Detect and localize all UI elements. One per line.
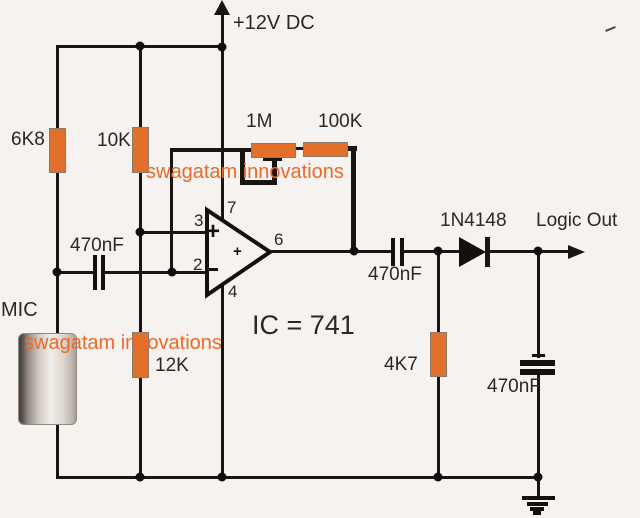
diode-cathode-bar	[485, 237, 490, 267]
label-10k: 10K	[97, 130, 131, 151]
supply-arrow-icon	[214, 0, 230, 15]
wire-divider-column	[139, 46, 142, 479]
resistor-100k	[303, 142, 348, 157]
opamp-center-mark: +	[233, 243, 242, 260]
junction-dot	[433, 246, 443, 256]
wire-preset-loop-left	[240, 150, 245, 185]
wire-feedback-vertical	[170, 150, 173, 273]
label-diode: 1N4148	[440, 210, 507, 231]
label-input-cap: 470nF	[70, 235, 124, 256]
wire-pin2-left	[57, 271, 94, 274]
label-1m: 1M	[246, 111, 273, 132]
mic-label: MIC	[1, 299, 38, 321]
wire-output-c	[490, 250, 570, 253]
watermark-text: swagatam innovations	[146, 161, 344, 183]
wire-left-rail	[56, 45, 59, 479]
junction-dot	[533, 246, 543, 256]
wire-feedback-down	[351, 146, 356, 254]
opamp-noninverting-mark: +	[206, 218, 221, 245]
resistor-4k7	[430, 332, 447, 377]
label-6k8: 6K8	[11, 129, 45, 150]
wire-filter-top	[537, 252, 540, 358]
wire-output-a	[268, 250, 392, 253]
junction-dot	[349, 246, 359, 256]
opamp-inverting-mark	[207, 268, 218, 271]
pin-7-label: 7	[227, 198, 237, 217]
mic-symbol	[18, 333, 77, 425]
wire-pin7-stem	[221, 47, 224, 221]
junction-dot	[433, 472, 443, 482]
watermark-text: swagatam innovations	[24, 332, 222, 354]
junction-dot	[167, 267, 177, 277]
wire-pin2-right	[105, 271, 209, 274]
capacitor-output-plate	[391, 238, 395, 266]
logic-out-arrow-icon	[568, 245, 585, 259]
supply-label: +12V DC	[233, 12, 315, 34]
pin-2-label: 2	[193, 255, 203, 274]
resistor-6k8	[49, 128, 66, 173]
capacitor-filter-plate	[520, 369, 555, 375]
wire-pin3	[140, 231, 209, 234]
logic-out-label: Logic Out	[536, 210, 618, 231]
wire-feedback-series	[251, 147, 353, 150]
wire-preset-loop-bottom	[240, 180, 277, 185]
ground-icon	[527, 502, 548, 506]
junction-dot	[52, 267, 62, 277]
ic-label: IC = 741	[252, 310, 355, 340]
wire-bottom-rail	[57, 476, 540, 479]
label-100k: 100K	[318, 111, 363, 132]
wire-output-b	[404, 250, 460, 253]
label-output-cap: 470nF	[368, 264, 422, 285]
ground-icon	[530, 507, 544, 511]
pin-6-label: 6	[274, 230, 284, 249]
capacitor-output-plate	[400, 238, 404, 266]
scan-artifact	[605, 26, 616, 32]
junction-dot	[533, 472, 543, 482]
wire-preset-loop-right	[272, 158, 277, 185]
junction-dot	[135, 227, 145, 237]
ground-icon	[522, 496, 555, 500]
label-12k: 12K	[155, 355, 189, 376]
ground-icon	[533, 511, 541, 515]
junction-dot	[217, 472, 227, 482]
pin-4-label: 4	[228, 282, 238, 301]
junction-dot	[135, 41, 145, 51]
resistor-1m	[251, 143, 296, 158]
capacitor-input-plate	[93, 255, 97, 290]
junction-dot	[135, 472, 145, 482]
opamp-triangle	[205, 206, 274, 299]
resistor-10k	[132, 127, 149, 173]
label-filter-cap: 470nF	[487, 376, 541, 397]
label-4k7: 4K7	[384, 354, 418, 375]
wire-feedback-horizontal	[170, 148, 255, 152]
wire-pin4-stem	[221, 285, 224, 478]
capacitor-filter-plate	[520, 360, 555, 366]
resistor-12k	[132, 332, 149, 378]
pin-3-label: 3	[194, 211, 204, 230]
capacitor-filter-stub	[532, 354, 545, 357]
diode-triangle	[459, 237, 486, 267]
wire-filter-bottom	[537, 375, 540, 497]
junction-dot	[217, 42, 227, 52]
wire-supply-stem	[221, 10, 224, 47]
capacitor-input-plate	[101, 255, 105, 290]
